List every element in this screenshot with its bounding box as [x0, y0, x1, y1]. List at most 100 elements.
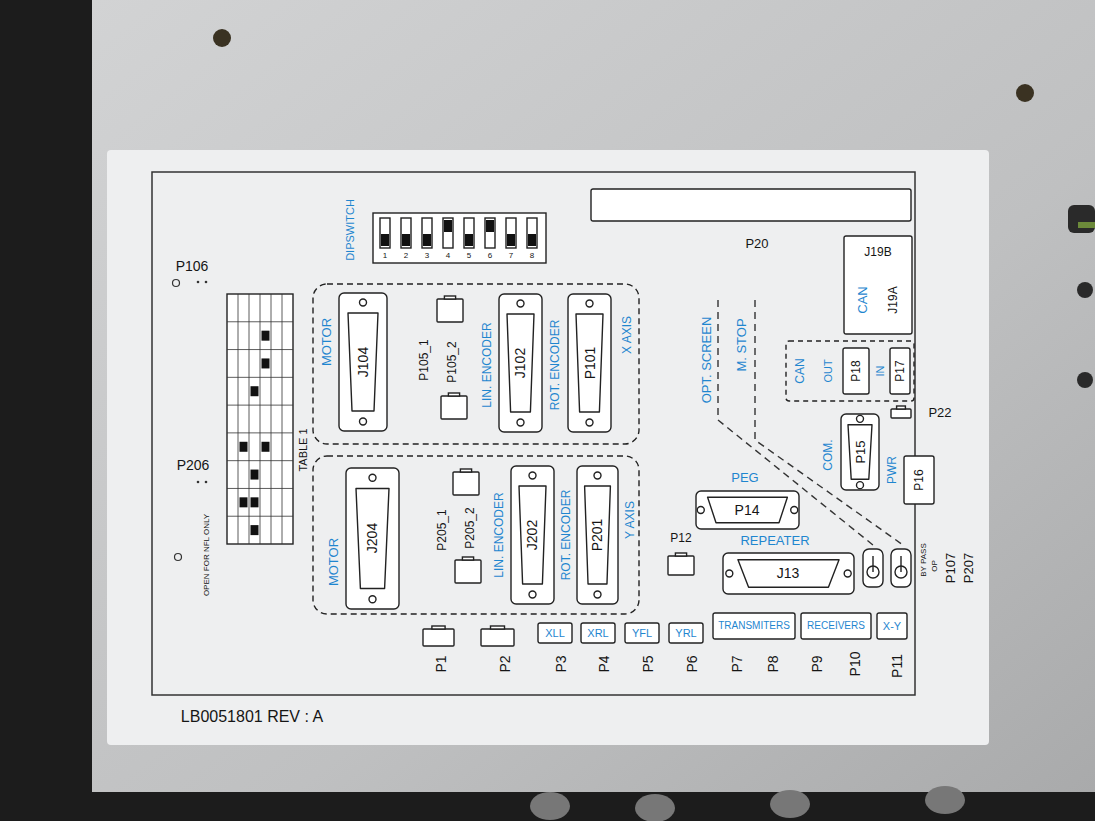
dsub-shell: [339, 293, 387, 431]
connector-box: J204MOTOR: [345, 467, 400, 610]
header-outline: [437, 299, 463, 322]
dsub-screw: [857, 415, 864, 422]
node-shape: [862, 548, 884, 588]
jumper-mark: [251, 497, 259, 507]
dsub-screw: [791, 507, 798, 514]
plate-hole: [1077, 282, 1093, 298]
dsub-shell: [499, 294, 542, 432]
header-key: [897, 406, 906, 409]
box-outline: [890, 348, 910, 394]
header-outline: [891, 409, 911, 418]
connector-box: YRLP6: [668, 622, 704, 644]
part-label: P14: [735, 503, 760, 517]
dip-lever: [486, 220, 494, 232]
plate-slot: [1068, 205, 1095, 233]
function-label: MOTOR: [327, 538, 340, 586]
dsub-face: [519, 486, 546, 584]
dsub-shell: [841, 414, 879, 490]
dip-lever: [465, 234, 473, 246]
part-label: 2: [404, 252, 408, 260]
box-outline: [844, 236, 912, 334]
connector-box: J13REPEATER: [722, 552, 855, 595]
function-label: REPEATER: [740, 534, 809, 547]
function-label: IN: [875, 366, 886, 377]
box-outline: [538, 623, 572, 643]
function-label: RECEIVERS: [807, 621, 865, 631]
part-label: J19B: [864, 246, 891, 258]
dsub-face: [507, 314, 534, 412]
header-outline: [455, 560, 481, 583]
connector-box: YFLP5: [624, 622, 660, 644]
dip-slot: [506, 218, 516, 248]
part-label: P17: [894, 360, 906, 381]
dsub-face: [576, 314, 603, 412]
table-rule: [260, 294, 261, 544]
table-rule: [227, 321, 293, 322]
connector-box: XLLP3: [537, 622, 573, 644]
header-outline: [668, 556, 694, 575]
jumper-mark: [251, 386, 259, 396]
part-label: P205_2: [464, 507, 476, 548]
box-outline: [904, 456, 934, 504]
terminal-screw: [925, 786, 965, 814]
connector-box: DIPSWITCH12345678: [372, 212, 547, 264]
free-label: M. STOP: [735, 318, 748, 371]
connector-group: Y AXISJ204MOTORJ202LIN. ENCODERP201ROT. …: [312, 455, 640, 615]
dip-slot: [380, 218, 390, 248]
part-label: 1: [383, 252, 387, 260]
dsub-screw: [529, 591, 536, 598]
part-label: P4: [597, 655, 611, 672]
function-label: ROT. ENCODER: [560, 490, 572, 581]
dsub-screw: [529, 472, 536, 479]
header-outline: [453, 472, 479, 495]
node-shape: [422, 625, 455, 647]
part-label: J102: [513, 348, 527, 378]
dip-lever: [507, 234, 515, 246]
node-shape: [454, 556, 482, 584]
dsub-screw: [586, 300, 593, 307]
dip-slot: [464, 218, 474, 248]
jumper-mark: [240, 442, 248, 452]
metal-plate: [92, 0, 1095, 792]
dsub-screw: [360, 299, 367, 306]
group-outline: [786, 341, 914, 401]
table-rule: [227, 460, 293, 461]
part-label: P12: [670, 532, 691, 544]
node-shape: [452, 468, 480, 496]
part-label: P201: [590, 519, 604, 552]
connector-box: RECEIVERSP9P10: [800, 612, 872, 640]
table-rule: [271, 294, 272, 544]
jumper-table: TABLE 1OPEN FOR NFL ONLY: [226, 293, 294, 545]
dip-lever: [444, 220, 452, 232]
part-label: 5: [467, 252, 471, 260]
dip-slot: [422, 218, 432, 248]
dsub-shell: [346, 468, 399, 609]
function-label: XRL: [587, 628, 608, 639]
node-shape: [590, 188, 912, 222]
pin-dot: [205, 281, 208, 284]
function-label: PWR: [886, 456, 898, 484]
part-label: 4: [446, 252, 450, 260]
part-label: OP: [931, 560, 939, 572]
jumper-mark: [251, 470, 259, 480]
free-label: LB0051801 REV : A: [181, 709, 323, 725]
part-label: P5: [641, 655, 655, 672]
dsub-screw: [360, 418, 367, 425]
terminal-screw: [635, 794, 675, 821]
part-label: P15: [854, 440, 867, 463]
free-label: OPT. SCREEN: [700, 317, 713, 404]
part-label: 7: [509, 252, 513, 260]
table-rule: [249, 294, 250, 544]
wire: [1078, 222, 1095, 228]
connector-box: X-YP11: [876, 612, 908, 640]
part-label: P105_1: [418, 339, 430, 380]
function-label: ROT. ENCODER: [549, 320, 561, 411]
connector-box: P105_2: [440, 392, 468, 420]
part-label: P11: [890, 654, 904, 678]
box-outline: [581, 623, 615, 643]
label-sticker: [107, 150, 989, 745]
dsub-screw: [726, 570, 733, 577]
header-outline: [481, 629, 514, 646]
function-label: LIN. ENCODER: [493, 492, 505, 577]
free-label: P106: [176, 259, 209, 273]
